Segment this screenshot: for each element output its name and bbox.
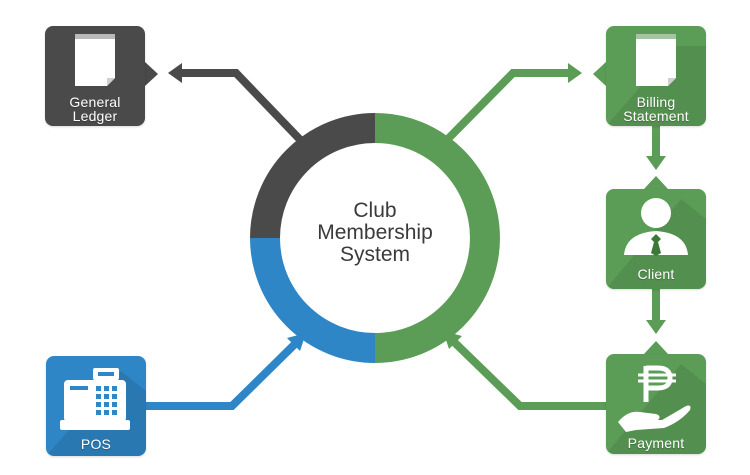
peso-hand-icon: [606, 364, 706, 454]
arrowhead-ledger: [168, 63, 182, 83]
billing-statement-label-line-2: Statement: [623, 108, 689, 124]
connector-billing: [434, 69, 570, 153]
hub-title-line-1: Club: [353, 199, 397, 222]
hub-title: Club Membership System: [300, 200, 450, 266]
hub-title-line-3: System: [339, 243, 410, 266]
document-icon: [606, 34, 706, 126]
arrowhead-pos: [287, 333, 306, 351]
connector-pos: [146, 339, 300, 410]
connector-payment: [449, 337, 606, 410]
ring-segment-blue: [250, 237, 376, 363]
ring-segment-green: [374, 113, 500, 363]
billing-statement-label-line-1: Billing: [636, 94, 676, 110]
billing-statement-label: Billing Statement: [606, 95, 706, 123]
pointer-ledger: [145, 62, 158, 86]
arrowhead-payment: [443, 331, 462, 349]
pointer-payment-top: [644, 341, 668, 354]
arrowhead-billing-client: [646, 156, 666, 170]
pointer-client-top: [644, 176, 668, 189]
pos-node[interactable]: POS: [46, 356, 146, 456]
person-with-tie-icon: [606, 198, 706, 289]
general-ledger-label-line-2: Ledger: [72, 108, 118, 124]
general-ledger-label: General Ledger: [45, 95, 145, 123]
general-ledger-node[interactable]: General Ledger: [45, 26, 145, 126]
client-node[interactable]: Client: [606, 189, 706, 289]
payment-node[interactable]: Payment: [606, 354, 706, 454]
pointer-billing: [593, 62, 606, 86]
payment-label: Payment: [627, 435, 685, 451]
arrowhead-billing: [568, 63, 582, 83]
ring-segment-dark: [250, 113, 376, 239]
general-ledger-label-line-1: General: [69, 94, 121, 110]
pos-label: POS: [80, 436, 112, 452]
hub-title-line-2: Membership: [317, 221, 433, 244]
billing-statement-node[interactable]: Billing Statement: [606, 26, 706, 126]
arrowhead-client-payment: [646, 320, 666, 334]
client-label: Client: [637, 266, 675, 282]
cash-register-icon: [46, 368, 146, 456]
document-icon: [75, 34, 115, 86]
hub-ring: [250, 113, 500, 363]
connector-ledger: [180, 69, 313, 153]
